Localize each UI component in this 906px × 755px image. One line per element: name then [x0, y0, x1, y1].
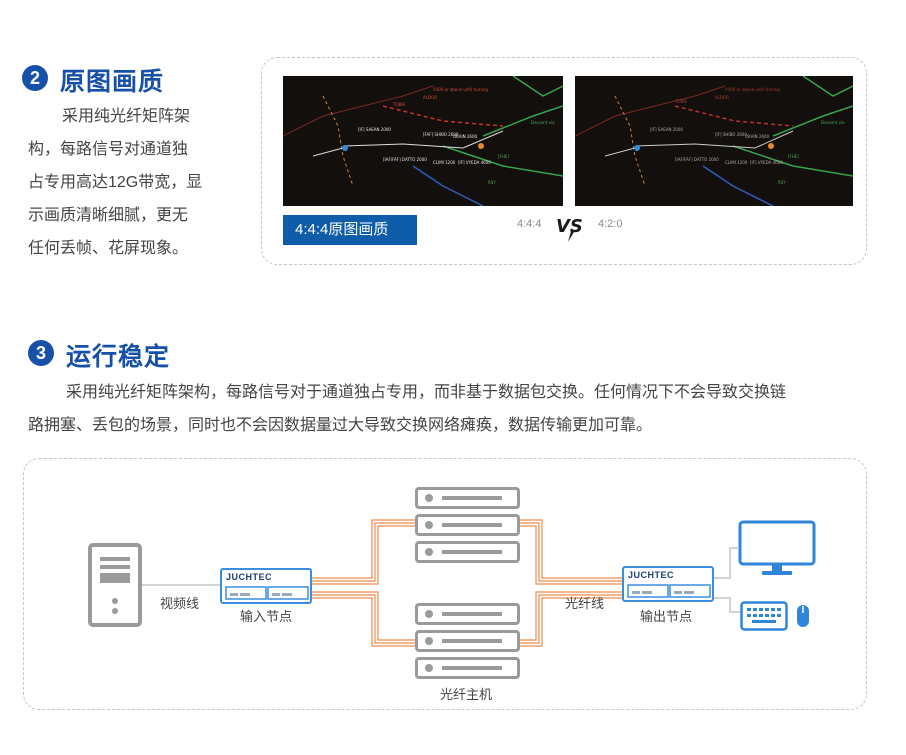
input-node-label: 输入节点 [240, 609, 293, 624]
svg-text:Descent via: Descent via [531, 120, 555, 125]
svg-text:[IF] SAEAN 2000: [IF] SAEAN 2000 [358, 127, 391, 132]
brand-logo-text: JUCHTEC [628, 570, 675, 580]
output-node-device: JUCHTEC [622, 566, 714, 602]
section-2-title: 原图画质 [60, 68, 165, 96]
svg-text:[IAF/FAF] DATTO 2000: [IAF/FAF] DATTO 2000 [675, 157, 719, 162]
section-3-title: 运行稳定 [66, 343, 171, 371]
svg-text:ALDOR: ALDOR [715, 95, 729, 100]
brand-logo-text: JUCHTEC [226, 572, 273, 582]
section-2-body-line: 占专用高达12G带宽，显 [28, 174, 203, 191]
svg-text:CLIMI 1200: CLIMI 1200 [433, 160, 456, 165]
label-444-original-quality: 4:4:4原图画质 [283, 215, 417, 245]
radar-map-graphic: [IF] SAEAN 2000 [IF] SHIBO 2600 OKAIN 26… [575, 76, 853, 206]
input-node-device: JUCHTEC [220, 568, 312, 604]
fiber-host-label: 光纤主机 [440, 687, 493, 702]
node-ports [627, 584, 711, 598]
svg-text:[FHE]: [FHE] [788, 154, 799, 159]
svg-text:5000 or above until turning: 5000 or above until turning [433, 87, 488, 92]
svg-text:ALDOR: ALDOR [423, 95, 437, 100]
svg-text:5000 or above until turning: 5000 or above until turning [725, 87, 780, 92]
svg-text:TOBIE: TOBIE [674, 99, 688, 104]
section-2-body-line: 采用纯光纤矩阵架 [62, 108, 191, 125]
svg-text:[IF] SHIBO 2600: [IF] SHIBO 2600 [715, 132, 747, 137]
server-unit [415, 657, 520, 679]
vs-right-label: 4:2:0 [598, 218, 623, 230]
vs-left-label: 4:4:4 [517, 218, 542, 230]
svg-text:OKAIN 2600: OKAIN 2600 [453, 134, 478, 139]
fiber-line-label: 光纤线 [565, 596, 605, 611]
comparison-image-444: [IF] SAEAN 2000 [FAF] SHIBO 2600 OKAIN 2… [283, 76, 563, 206]
server-unit [415, 541, 520, 563]
svg-text:[FAF] SHIBO 2600: [FAF] SHIBO 2600 [423, 132, 459, 137]
server-unit [415, 630, 520, 652]
node-ports [225, 586, 309, 600]
server-unit [415, 514, 520, 536]
svg-text:TOBIE: TOBIE [392, 102, 406, 107]
comparison-image-420: [IF] SAEAN 2000 [IF] SHIBO 2600 OKAIN 26… [575, 76, 853, 206]
svg-text:Descent via: Descent via [821, 120, 845, 125]
vs-mark: VS VS [554, 210, 584, 244]
section-3-number-badge: 3 [28, 340, 54, 366]
server-unit [415, 603, 520, 625]
keyboard-icon [740, 601, 788, 631]
pc-tower-icon [88, 543, 142, 627]
svg-text:VS: VS [556, 216, 583, 237]
comparison-panel [261, 57, 867, 265]
svg-text:[IAF/FAF] DATTO 2000: [IAF/FAF] DATTO 2000 [383, 157, 427, 162]
radar-map-graphic: [IF] SAEAN 2000 [FAF] SHIBO 2600 OKAIN 2… [283, 76, 563, 206]
svg-text:CLIMI 1200: CLIMI 1200 [725, 160, 748, 165]
section-2-body-line: 示画质清晰细腻，更无 [28, 207, 189, 224]
svg-text:RSY: RSY [488, 180, 496, 185]
section-2-body-line: 任何丢帧、花屏现象。 [28, 240, 189, 257]
mouse-icon [795, 603, 811, 629]
section-2-body-line: 构，每路信号对通道独 [28, 141, 189, 158]
svg-text:OKAIN 2600: OKAIN 2600 [745, 134, 770, 139]
svg-text:[IF] SAEAN 2000: [IF] SAEAN 2000 [650, 127, 683, 132]
video-line-label: 视频线 [160, 596, 200, 611]
section-3-body-line: 路拥塞、丢包的场景，同时也不会因数据量过大导致交换网络瘫痪，数据传输更加可靠。 [28, 417, 653, 434]
svg-text:[IF] VYEDA 4600: [IF] VYEDA 4600 [750, 160, 783, 165]
topology-diagram-panel [23, 458, 867, 710]
section-3-body-line: 采用纯光纤矩阵架构，每路信号对于通道独占专用，而非基于数据包交换。任何情况下不会… [66, 384, 787, 401]
monitor-icon [738, 520, 816, 578]
svg-text:[FHE]: [FHE] [498, 154, 509, 159]
svg-text:[IF] VYEDA 4600: [IF] VYEDA 4600 [458, 160, 491, 165]
output-node-label: 输出节点 [640, 609, 693, 624]
server-unit [415, 487, 520, 509]
svg-text:RSY: RSY [778, 180, 786, 185]
section-2-number-badge: 2 [22, 65, 48, 91]
